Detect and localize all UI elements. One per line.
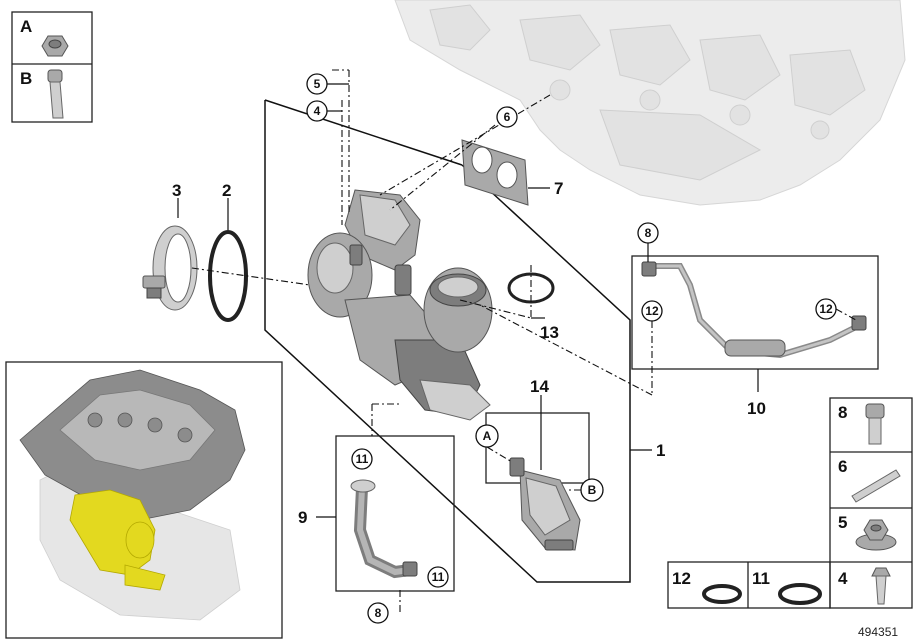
circled-4: 4 bbox=[314, 104, 321, 118]
wastegate-actuator bbox=[509, 457, 581, 551]
circled-8-top: 8 bbox=[645, 226, 652, 240]
circled-A: A bbox=[483, 429, 492, 443]
oil-line-box bbox=[631, 255, 879, 370]
circled-11-top: 11 bbox=[356, 452, 369, 466]
callout-10: 10 bbox=[747, 399, 766, 418]
legend-8: 8 bbox=[838, 403, 847, 422]
legend-b-label: B bbox=[20, 69, 32, 88]
callout-1: 1 bbox=[656, 441, 665, 460]
callout-2: 2 bbox=[222, 181, 231, 200]
seal-ring-11-icon bbox=[778, 583, 822, 605]
turbocharger bbox=[307, 189, 493, 421]
legend-11: 11 bbox=[752, 569, 770, 588]
circled-5: 5 bbox=[314, 77, 321, 91]
parts-legend: 8 6 5 4 12 11 bbox=[667, 397, 913, 609]
flange-bolt-icon bbox=[871, 567, 891, 605]
callout-14: 14 bbox=[530, 377, 549, 396]
engine-overview-inset bbox=[5, 361, 283, 639]
circled-12-left: 12 bbox=[645, 304, 659, 318]
legend-a-label: A bbox=[20, 17, 32, 36]
circled-8-bottom: 8 bbox=[375, 606, 382, 620]
document-number: 494351 bbox=[858, 625, 898, 639]
circled-B: B bbox=[588, 483, 597, 497]
hex-nut-icon bbox=[41, 35, 69, 57]
stud-icon bbox=[851, 469, 901, 503]
legend-frame bbox=[11, 11, 93, 123]
engine-overview-illustration bbox=[19, 369, 246, 621]
ghost-cylinder-head bbox=[394, 0, 906, 206]
socket-bolt-icon bbox=[865, 403, 885, 445]
legend-4: 4 bbox=[838, 569, 848, 588]
flange-nut-icon bbox=[855, 519, 897, 551]
bolt-icon bbox=[47, 69, 64, 119]
gasket bbox=[461, 139, 529, 206]
seal-ring-12-icon bbox=[702, 584, 742, 604]
v-band-clamp bbox=[142, 225, 198, 311]
turbo-assembly-frame bbox=[264, 100, 631, 583]
circled-6: 6 bbox=[504, 110, 511, 124]
circled-11-bottom: 11 bbox=[432, 570, 445, 584]
legend-5: 5 bbox=[838, 513, 847, 532]
legend-12: 12 bbox=[672, 569, 691, 588]
callout-13: 13 bbox=[540, 323, 559, 342]
callout-9: 9 bbox=[298, 508, 307, 527]
callout-7: 7 bbox=[554, 179, 563, 198]
circled-12-right: 12 bbox=[819, 302, 833, 316]
legend-fasteners-top: A B bbox=[11, 11, 93, 123]
actuator-box bbox=[485, 412, 590, 484]
return-line-box bbox=[335, 435, 455, 592]
sealing-ring bbox=[208, 230, 248, 322]
legend-6: 6 bbox=[838, 457, 847, 476]
callout-3: 3 bbox=[172, 181, 181, 200]
